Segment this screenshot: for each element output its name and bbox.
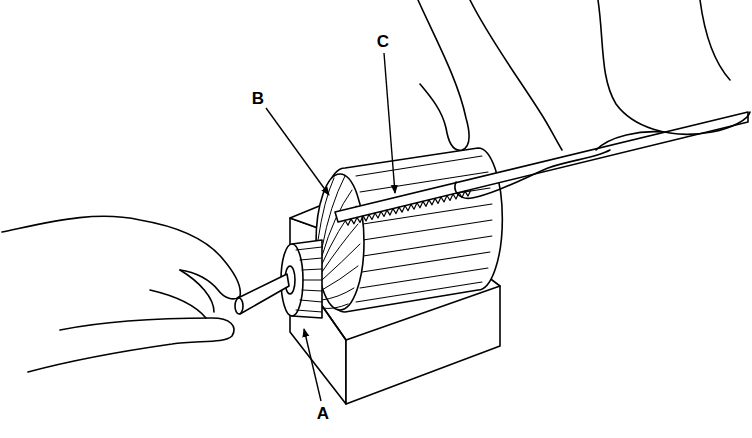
commutator-segments — [296, 247, 322, 312]
core-slots — [356, 156, 492, 302]
core-slot — [363, 220, 492, 240]
core-slot — [363, 236, 492, 256]
commutator-segment — [300, 258, 322, 260]
right-wrist — [470, 0, 562, 150]
callout-letter: A — [315, 404, 331, 423]
callout-letter: B — [250, 89, 266, 108]
core-slot — [362, 252, 490, 272]
winding-end — [316, 174, 364, 310]
commutator-segment — [303, 280, 322, 281]
left-thumb — [28, 318, 234, 372]
commutator-segment — [296, 247, 322, 250]
shaft — [238, 274, 289, 314]
leader-lines — [266, 53, 395, 401]
winding-wire — [322, 224, 358, 272]
callout-letter: C — [375, 32, 391, 51]
winding-wire — [322, 288, 354, 300]
commutator-segment — [300, 300, 322, 302]
far-right-hand — [598, 0, 750, 134]
right-hand — [418, 0, 469, 150]
leader-line — [266, 108, 329, 195]
hacksaw-blade — [335, 112, 748, 222]
core-slot — [356, 282, 482, 302]
commutator-segment — [296, 310, 322, 312]
winding-wire — [318, 178, 334, 240]
leader-line — [304, 329, 321, 401]
core-slot — [356, 156, 482, 176]
core-slot — [360, 268, 488, 288]
leader-line — [384, 53, 395, 193]
winding-wires — [318, 176, 360, 309]
winding-wire — [322, 244, 360, 280]
blade-teeth — [345, 190, 471, 226]
left-fingers — [150, 270, 214, 318]
commutator-segment — [302, 269, 322, 270]
right-thumb — [455, 150, 610, 198]
left-hand — [2, 216, 240, 299]
shaft-end — [235, 298, 243, 314]
commutator-segment — [302, 290, 322, 291]
winding-wire — [322, 304, 348, 309]
far-right-fingers — [596, 0, 730, 150]
winding-wire — [322, 266, 358, 290]
